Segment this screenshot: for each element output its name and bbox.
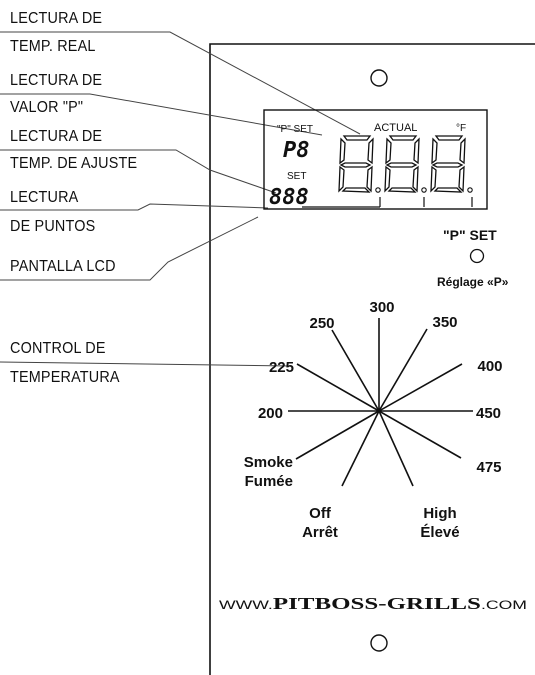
website-url: WWW.PITBOSS-GRILLS.COM: [219, 594, 527, 613]
bottom-mount-hole-icon: [370, 634, 388, 652]
dial-spoke-400: [378, 363, 463, 412]
website-suffix: .COM: [481, 598, 527, 612]
callout-leaders: [0, 31, 361, 367]
p-set-button-icon[interactable]: [469, 248, 485, 264]
lcd-digit-2: [384, 135, 420, 193]
faceplate: [209, 43, 535, 675]
dial-label-475: 475: [476, 459, 501, 476]
callout-control-line2: TEMPERATURA: [10, 369, 120, 386]
callout-real-temp-line2: TEMP. REAL: [10, 38, 96, 55]
dial-spoke-250: [331, 329, 380, 412]
dial-spoke-475: [378, 410, 462, 459]
dial-label-450: 450: [476, 405, 501, 422]
callout-p-value-line1: LECTURA DE: [10, 72, 103, 89]
callout-dots-line1: LECTURA: [10, 189, 79, 206]
callout-set-temp-line2: TEMP. DE AJUSTE: [10, 155, 138, 172]
dial-spokes: [288, 318, 473, 487]
dial-label-300: 300: [369, 299, 394, 316]
dial-label-smoke-fr: Fumée: [245, 473, 293, 490]
callout-p-value-line2: VALOR "P": [10, 99, 84, 116]
dial-spoke-high: [378, 410, 414, 487]
dial-label-off-fr: Arrêt: [302, 524, 338, 541]
lcd-dot-3: [467, 187, 473, 193]
dial-label-225: 225: [269, 359, 294, 376]
lcd-dot-ticks: [302, 197, 473, 208]
callout-set-temp-line1: LECTURA DE: [10, 128, 103, 145]
lcd-actual-digits: [338, 135, 466, 193]
website-brand: PITBOSS-GRILLS: [273, 594, 481, 613]
callout-control-line1: CONTROL DE: [10, 340, 106, 357]
lcd-digit-1: [338, 135, 374, 193]
lcd-actual-label: ACTUAL: [374, 122, 417, 134]
callout-lcd: PANTALLA LCD: [10, 258, 116, 275]
lcd-dot-1: [375, 187, 381, 193]
lcd-unit-label: °F: [456, 123, 466, 134]
lcd-set-label: SET: [287, 171, 306, 182]
dial-spoke-225: [296, 363, 380, 412]
lcd-p-set-label: "P" SET: [277, 124, 313, 135]
dial-spoke-off: [341, 410, 380, 487]
top-mount-hole-icon: [370, 69, 388, 87]
lcd-p-value: P8: [283, 138, 310, 163]
dial-label-off: Off: [309, 505, 332, 522]
p-set-label: "P" SET: [443, 227, 497, 243]
lcd-digit-3: [430, 135, 466, 193]
lcd-display: "P" SET ACTUAL °F P8 SET 888: [263, 109, 488, 210]
lcd-decimal-dots: [375, 187, 473, 193]
dial-label-smoke: Smoke: [244, 454, 293, 471]
dial-label-400: 400: [477, 358, 502, 375]
callout-dots-line2: DE PUNTOS: [10, 218, 96, 235]
p-set-label-fr: Réglage «P»: [437, 275, 509, 289]
lcd-set-value: 888: [269, 185, 309, 210]
dial-label-high: High: [423, 505, 456, 522]
dial-label-250: 250: [309, 315, 334, 332]
dial-spoke-smoke: [295, 410, 380, 460]
website-prefix: WWW.: [219, 598, 273, 612]
callout-real-temp-line1: LECTURA DE: [10, 10, 103, 27]
svg-text:WWW.PITBOSS-GRILLS.COM: WWW.PITBOSS-GRILLS.COM: [219, 594, 527, 613]
dial-label-200: 200: [258, 405, 283, 422]
temperature-dial[interactable]: Off Arrêt Smoke Fumée 200 225 250 300 35…: [244, 299, 503, 541]
dial-spoke-350: [378, 328, 428, 412]
dial-label-350: 350: [432, 314, 457, 331]
lcd-dot-2: [421, 187, 427, 193]
p-set-button[interactable]: "P" SET Réglage «P»: [437, 227, 509, 289]
dial-label-high-fr: Élevé: [420, 524, 459, 541]
dial-labels: Off Arrêt Smoke Fumée 200 225 250 300 35…: [244, 299, 503, 541]
